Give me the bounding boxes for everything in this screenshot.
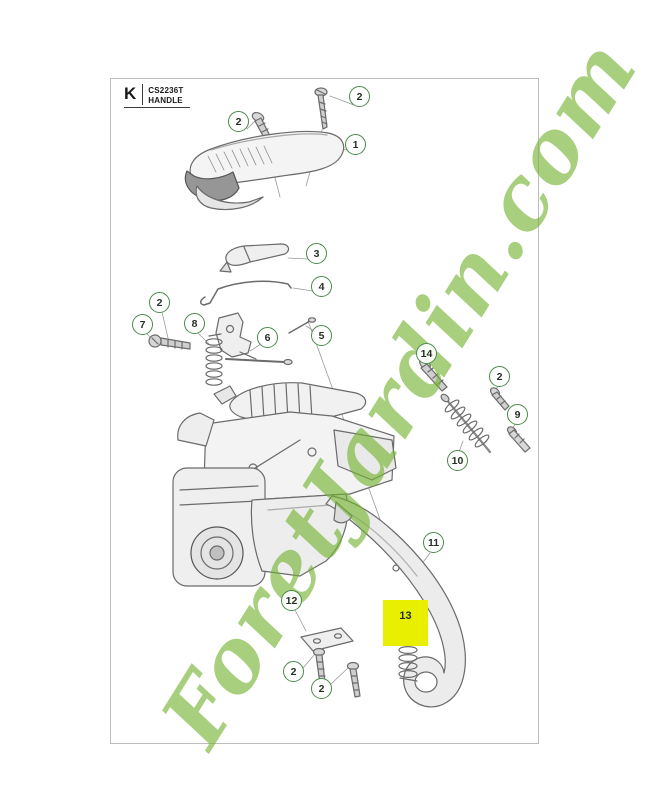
callout-3[interactable]: 3 xyxy=(306,243,327,264)
bolt-9-drawing xyxy=(506,426,531,453)
screw-left-drawing xyxy=(148,334,191,350)
section-letter: K xyxy=(124,84,137,103)
diagram-header: K CS2236T HANDLE xyxy=(124,84,183,105)
callout-10[interactable]: 10 xyxy=(447,450,468,471)
callout-9[interactable]: 9 xyxy=(507,404,528,425)
spring-8-drawing xyxy=(205,333,223,386)
callout-5[interactable]: 5 xyxy=(311,325,332,346)
callout-2[interactable]: 2 xyxy=(349,86,370,107)
callout-14[interactable]: 14 xyxy=(416,343,437,364)
header-rule xyxy=(124,107,190,108)
callout-8[interactable]: 8 xyxy=(184,313,205,334)
callout-6[interactable]: 6 xyxy=(257,327,278,348)
callout-2[interactable]: 2 xyxy=(489,366,510,387)
callout-4[interactable]: 4 xyxy=(311,276,332,297)
lever-drawing xyxy=(219,243,290,273)
screw-top-drawing xyxy=(314,87,328,130)
callout-1[interactable]: 1 xyxy=(345,134,366,155)
group-name: HANDLE xyxy=(148,95,183,105)
screw-right-drawing xyxy=(489,387,510,411)
model-code: CS2236T xyxy=(148,86,184,95)
header-divider xyxy=(142,84,144,105)
callout-12[interactable]: 12 xyxy=(281,590,302,611)
housing-drawing xyxy=(172,382,400,587)
top-handle-drawing xyxy=(184,130,345,211)
bottom-parts-drawing xyxy=(300,627,418,698)
callout-2[interactable]: 2 xyxy=(228,111,249,132)
spring-10-drawing xyxy=(440,393,492,454)
callout-2[interactable]: 2 xyxy=(149,292,170,313)
callout-2[interactable]: 2 xyxy=(311,678,332,699)
throttle-linkage-drawing xyxy=(215,312,293,366)
callout-2[interactable]: 2 xyxy=(283,661,304,682)
callout-11[interactable]: 11 xyxy=(423,532,444,553)
callout-7[interactable]: 7 xyxy=(132,314,153,335)
pin-drawing xyxy=(288,317,317,334)
callout-13-label: 13 xyxy=(399,610,412,622)
rear-handle-drawing xyxy=(325,495,466,708)
highlighted-part-13[interactable]: 13 xyxy=(383,600,428,646)
header-codes: CS2236T HANDLE xyxy=(148,84,183,105)
wire-link-drawing xyxy=(200,280,292,306)
